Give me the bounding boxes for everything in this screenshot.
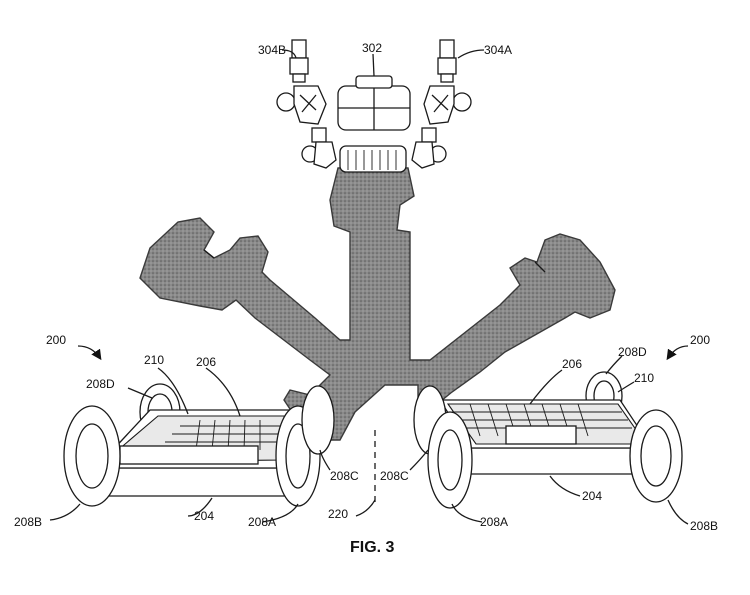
label-204-left: 204 [194, 509, 214, 523]
label-208C-right: 208C [380, 469, 409, 483]
tool-304B [276, 39, 337, 169]
label-208A-left: 208A [248, 515, 276, 529]
leader-lines [49, 49, 689, 525]
label-208C-left: 208C [330, 469, 359, 483]
label-208A-right: 208A [480, 515, 508, 529]
tool-304A [411, 39, 472, 169]
label-206-right: 206 [562, 357, 582, 371]
label-304A: 304A [484, 43, 512, 57]
label-302: 302 [362, 41, 382, 55]
reference-labels: 304B 302 304A 200 200 210 206 208D 208B … [14, 41, 718, 556]
label-210-left: 210 [144, 353, 164, 367]
label-204-right: 204 [582, 489, 602, 503]
vehicle-right [413, 371, 683, 509]
label-208B-left: 208B [14, 515, 42, 529]
label-200-left: 200 [46, 333, 66, 347]
gripper-head-302 [337, 75, 411, 173]
label-220: 220 [328, 507, 348, 521]
gripper-arm [139, 167, 616, 441]
vehicle-left [63, 383, 335, 507]
figure-caption: FIG. 3 [350, 539, 395, 556]
label-208D-left: 208D [86, 377, 115, 391]
label-208B-right: 208B [690, 519, 718, 533]
label-200-right: 200 [690, 333, 710, 347]
label-208D-right: 208D [618, 345, 647, 359]
label-304B: 304B [258, 43, 286, 57]
label-206-left: 206 [196, 355, 216, 369]
label-210-right: 210 [634, 371, 654, 385]
